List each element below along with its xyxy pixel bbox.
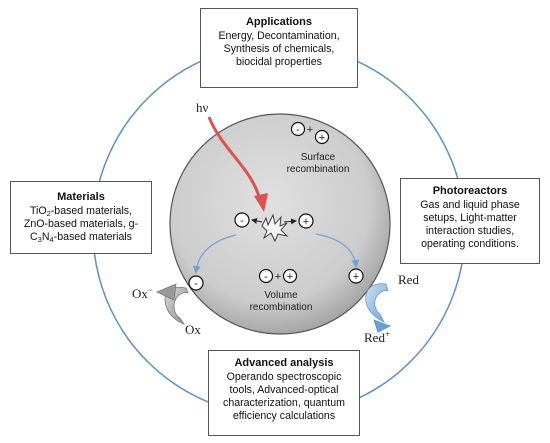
materials-box: Materials TiO2-based materials, ZnO-base…: [10, 181, 152, 254]
svg-text:-: -: [296, 124, 300, 136]
red-label: Red: [398, 272, 419, 287]
applications-line: Energy, Decontamination,: [218, 30, 340, 42]
charge-separation-right: [283, 218, 297, 225]
surface-label-line1: Surface: [301, 152, 336, 163]
svg-text:+: +: [303, 216, 309, 228]
oxidation-arrow: [365, 283, 389, 323]
advanced-analysis-line: efficiency calculations: [232, 410, 336, 422]
reduction-arrow-head: [156, 283, 177, 301]
charge-separation-left: [251, 218, 263, 224]
light-arrow: [207, 116, 262, 201]
svg-text:-: -: [264, 271, 268, 283]
advanced-analysis-line: characterization, quantum: [223, 397, 345, 409]
svg-text:+: +: [319, 132, 325, 144]
volume-hole: +: [282, 268, 298, 284]
oxidation-arrow-head: [373, 319, 391, 333]
central-electron: -: [234, 212, 250, 228]
light-arrow-head: [254, 193, 268, 212]
surface-electron: -: [290, 121, 306, 137]
materials-line-2: ZnO-based materials, g-: [23, 218, 139, 230]
excitation-star: [261, 213, 289, 243]
applications-title: Applications: [245, 16, 312, 28]
applications-box: Applications Energy, Decontamination, Sy…: [200, 8, 358, 88]
ox-label: Ox: [185, 322, 201, 337]
applications-line: biocidal properties: [236, 56, 322, 68]
volume-plus-sign: +: [275, 271, 281, 283]
central-hole: +: [298, 213, 314, 229]
advanced-analysis-line: tools, Advanced-optical: [229, 384, 339, 396]
electron-migration-arrow: [192, 234, 237, 274]
ox-minus-label: Ox−: [132, 285, 153, 301]
svg-text:+: +: [287, 271, 293, 283]
surface-plus-sign: +: [307, 124, 313, 136]
materials-line-1: TiO2-based materials,: [29, 205, 133, 218]
surface-hole: +: [314, 129, 330, 145]
svg-text:+: +: [353, 271, 359, 283]
surface-label-line2: recombination: [287, 164, 350, 175]
svg-text:-: -: [194, 278, 198, 290]
volume-label-line1: Volume: [264, 290, 298, 301]
volume-label-line2: recombination: [250, 302, 313, 313]
photoreactors-box: Photoreactors Gas and liquid phase setup…: [400, 178, 540, 264]
advanced-analysis-box: Advanced analysis Operando spectroscopic…: [208, 350, 360, 436]
edge-hole: +: [348, 268, 364, 284]
advanced-analysis-line: Operando spectroscopic: [226, 371, 342, 383]
applications-line: Synthesis of chemicals,: [223, 43, 335, 55]
photoreactors-line: Gas and liquid phase: [420, 199, 520, 211]
photoreactors-line: interaction studies,: [425, 225, 515, 237]
volume-electron: -: [258, 268, 274, 284]
hole-migration-arrow: [315, 233, 360, 268]
advanced-analysis-title: Advanced analysis: [234, 357, 334, 369]
svg-text:-: -: [240, 215, 244, 227]
edge-electron: -: [188, 275, 204, 291]
materials-line-3: C3N4-based materials: [30, 231, 132, 244]
light-label: hν: [196, 100, 209, 115]
photoreactors-title: Photoreactors: [432, 185, 508, 197]
photoreactors-line: setups, Light-matter: [423, 212, 517, 224]
red-plus-label: Red+: [364, 329, 390, 345]
photoreactors-line: operating conditions.: [421, 238, 519, 250]
materials-title: Materials: [57, 191, 105, 203]
